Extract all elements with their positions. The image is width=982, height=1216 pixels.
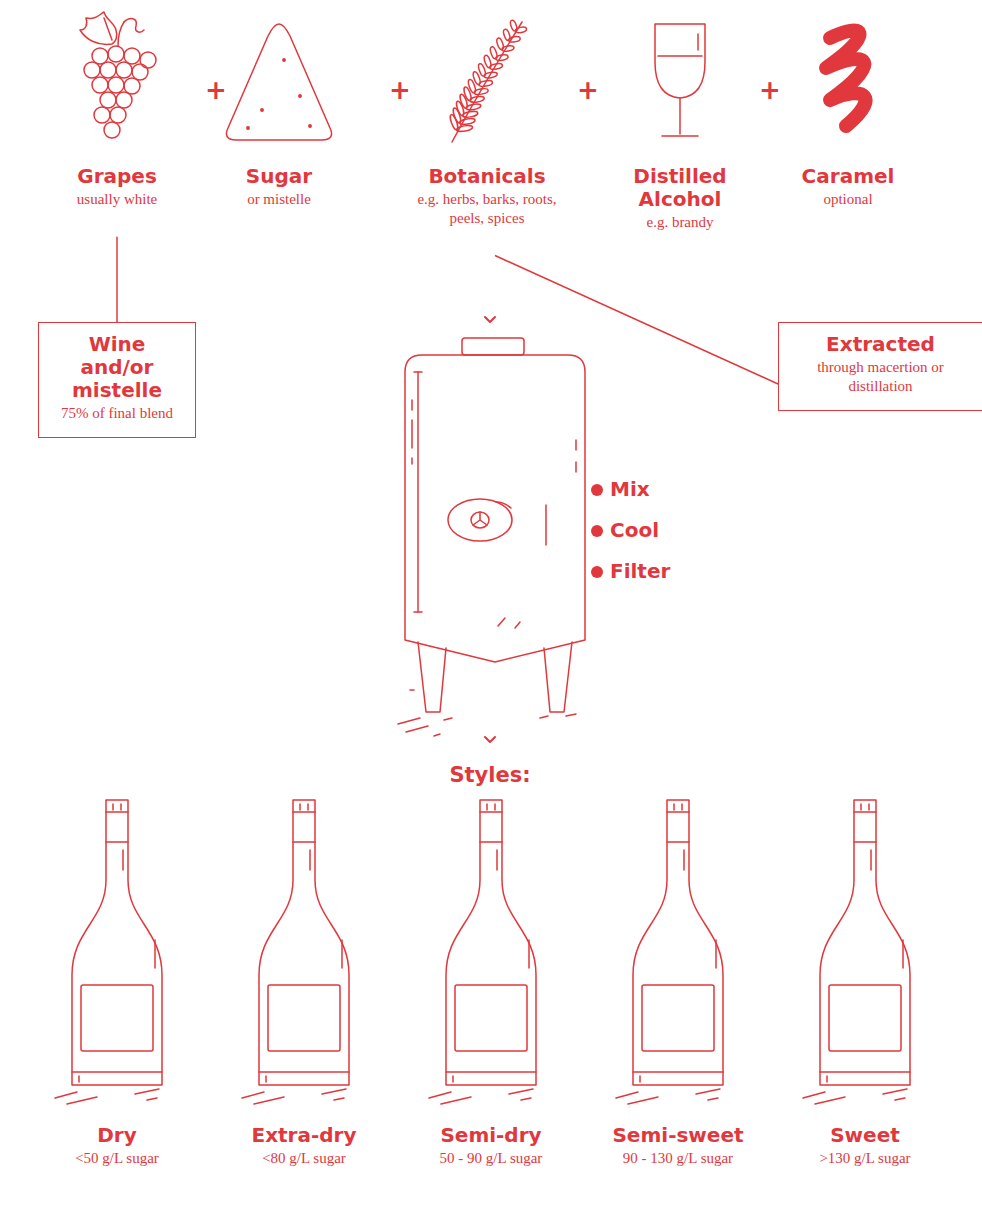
node-note: <80 g/L sugar bbox=[214, 1149, 394, 1168]
node-note: 90 - 130 g/L sugar bbox=[588, 1149, 768, 1168]
glass-icon bbox=[655, 24, 705, 136]
style-node: Extra-dry <80 g/L sugar bbox=[214, 1124, 394, 1174]
node-note: or mistelle bbox=[194, 190, 364, 209]
bottles bbox=[55, 800, 910, 1104]
connector-line bbox=[495, 256, 778, 384]
node-note: >130 g/L sugar bbox=[775, 1149, 955, 1168]
section-heading: Styles: bbox=[449, 763, 530, 787]
node-heading: Extra-dry bbox=[214, 1124, 394, 1147]
node-note: 50 - 90 g/L sugar bbox=[401, 1149, 581, 1168]
grapes-icon bbox=[80, 12, 156, 138]
node-heading: Semi-dry bbox=[401, 1124, 581, 1147]
node-heading: Wine and/or mistelle bbox=[49, 333, 185, 402]
node-heading: Sweet bbox=[775, 1124, 955, 1147]
ingredient-node: Distilled Alcohol e.g. brandy bbox=[615, 0, 745, 260]
step-label: Cool bbox=[610, 510, 725, 551]
process-box: Wine and/or mistelle 75% of final blend bbox=[38, 322, 196, 438]
step-label: Filter bbox=[610, 551, 725, 592]
ingredient-node: Botanicalse.g. herbs, barks, roots, peel… bbox=[417, 0, 557, 256]
tank-node: MixCoolFilter bbox=[395, 335, 725, 720]
node-note: e.g. brandy bbox=[615, 213, 745, 232]
ingredient-node: Grapes usually white bbox=[32, 0, 202, 237]
node-note: <50 g/L sugar bbox=[27, 1149, 207, 1168]
down-chevron bbox=[485, 737, 495, 742]
step-label: Mix bbox=[610, 469, 725, 510]
down-chevron bbox=[485, 317, 495, 322]
node-note: 75% of final blend bbox=[49, 404, 185, 423]
node-heading: Grapes bbox=[32, 165, 202, 188]
connector-line bbox=[116, 237, 118, 322]
plus-sign: + bbox=[205, 75, 227, 105]
node-heading: Dry bbox=[27, 1124, 207, 1147]
plus-sign: + bbox=[577, 75, 599, 105]
node-note: through macertion or distillation bbox=[789, 358, 972, 396]
node-note: e.g. herbs, barks, roots, peels, spices bbox=[417, 190, 557, 228]
plus-sign: + bbox=[389, 75, 411, 105]
plus-sign: + bbox=[759, 75, 781, 105]
style-node: Dry <50 g/L sugar bbox=[27, 1124, 207, 1174]
node-heading: Distilled Alcohol bbox=[615, 165, 745, 211]
node-note: usually white bbox=[32, 190, 202, 209]
caramel-icon bbox=[826, 31, 865, 126]
tank-icon bbox=[398, 338, 603, 736]
style-node: Semi-dry 50 - 90 g/L sugar bbox=[401, 1124, 581, 1174]
botanicals-icon bbox=[449, 19, 527, 142]
node-heading: Sugar bbox=[194, 165, 364, 188]
node-heading: Semi-sweet bbox=[588, 1124, 768, 1147]
process-box: Extractedthrough macertion or distillati… bbox=[778, 322, 982, 411]
style-node: Semi-sweet 90 - 130 g/L sugar bbox=[588, 1124, 768, 1174]
node-heading: Extracted bbox=[789, 333, 972, 356]
style-node: Sweet >130 g/L sugar bbox=[775, 1124, 955, 1174]
ingredient-node: Sugar or mistelle bbox=[194, 0, 364, 237]
node-heading: Botanicals bbox=[417, 165, 557, 188]
node-note: optional bbox=[763, 190, 933, 209]
ingredient-node: Caramel optional bbox=[763, 0, 933, 237]
node-heading: Caramel bbox=[763, 165, 933, 188]
sugar-icon bbox=[226, 24, 331, 140]
